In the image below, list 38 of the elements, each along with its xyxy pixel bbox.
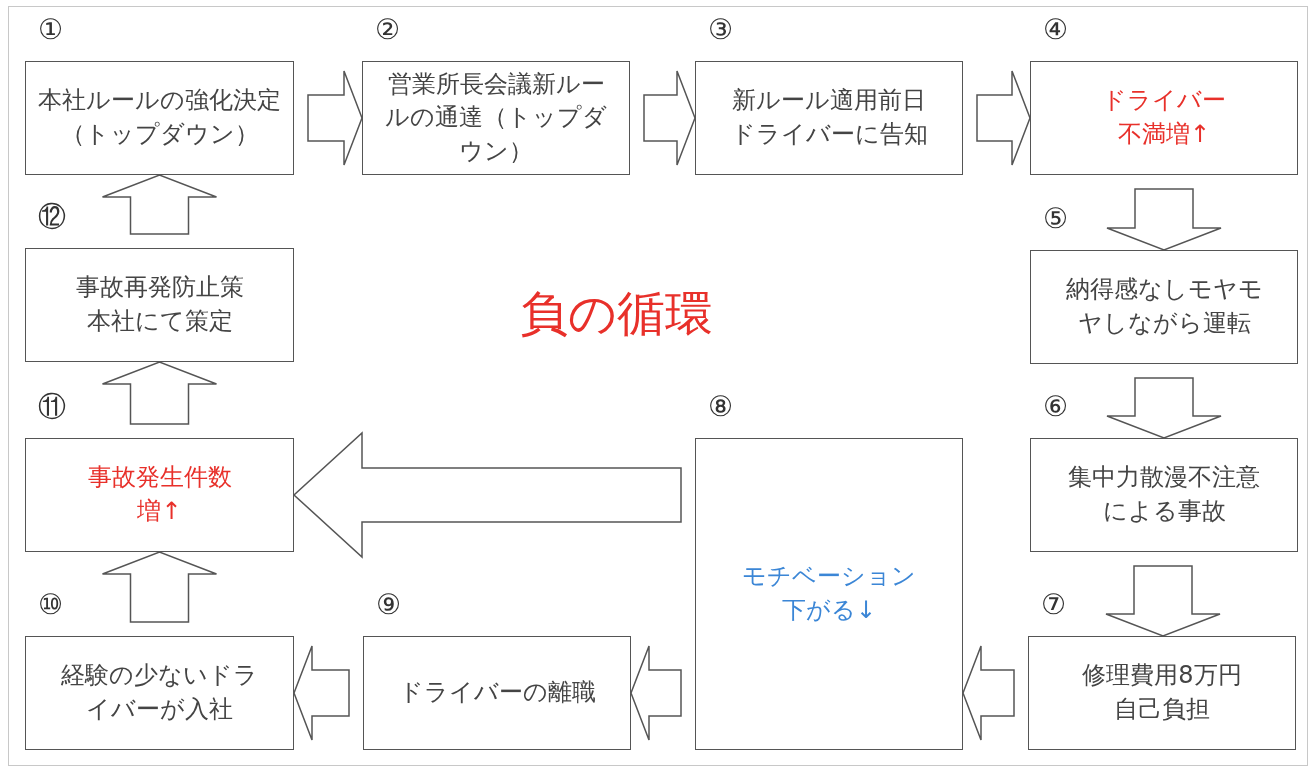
block-arrow <box>101 174 218 235</box>
step-number: ⑩ <box>38 591 64 619</box>
block-arrow <box>630 645 682 741</box>
block-arrow <box>1105 565 1221 637</box>
step-text: ドライバーの離職 <box>397 677 597 709</box>
block-arrow <box>292 431 682 559</box>
block-arrow <box>1106 377 1222 439</box>
step-number: ⑤ <box>1043 205 1069 233</box>
block-arrow <box>976 70 1031 166</box>
step-number: ③ <box>708 16 734 44</box>
block-arrow <box>101 361 218 425</box>
block-arrow <box>962 645 1015 741</box>
block-arrow <box>307 70 363 166</box>
step-text: 修理費用8万円自己負担 <box>1081 660 1243 725</box>
step-number: ⑧ <box>708 393 734 421</box>
step-text: 新ルール適用前日ドライバーに告知 <box>729 85 929 150</box>
step-number: ⑥ <box>1043 393 1069 421</box>
diagram-title: 負の循環 <box>520 284 713 343</box>
block-arrow <box>1106 188 1222 251</box>
step-number: ⑫ <box>38 203 66 231</box>
block-arrow <box>643 70 696 166</box>
step-text: ドライバー不満増↑ <box>1101 85 1227 150</box>
step-text: 営業所長会議新ルールの通達（トップダウン） <box>384 68 608 167</box>
step-number: ⑨ <box>376 591 402 619</box>
step-number: ⑦ <box>1041 591 1067 619</box>
step-number: ① <box>38 16 64 44</box>
step-number: ⑪ <box>38 393 66 421</box>
step-text: 集中力散漫不注意による事故 <box>1067 462 1261 527</box>
step-text: 経験の少ないドライバーが入社 <box>60 660 259 725</box>
step-text: 納得感なしモヤモヤしながら運転 <box>1064 274 1264 339</box>
step-text: モチベーション下がる↓ <box>741 561 917 626</box>
step-text: 事故発生件数増↑ <box>86 462 233 527</box>
step-number: ④ <box>1043 16 1069 44</box>
block-arrow <box>293 645 350 741</box>
block-arrow <box>101 551 218 623</box>
step-text: 事故再発防止策本社にて策定 <box>74 272 245 337</box>
step-text: 本社ルールの強化決定（トップダウン） <box>37 85 282 150</box>
step-number: ② <box>375 16 401 44</box>
